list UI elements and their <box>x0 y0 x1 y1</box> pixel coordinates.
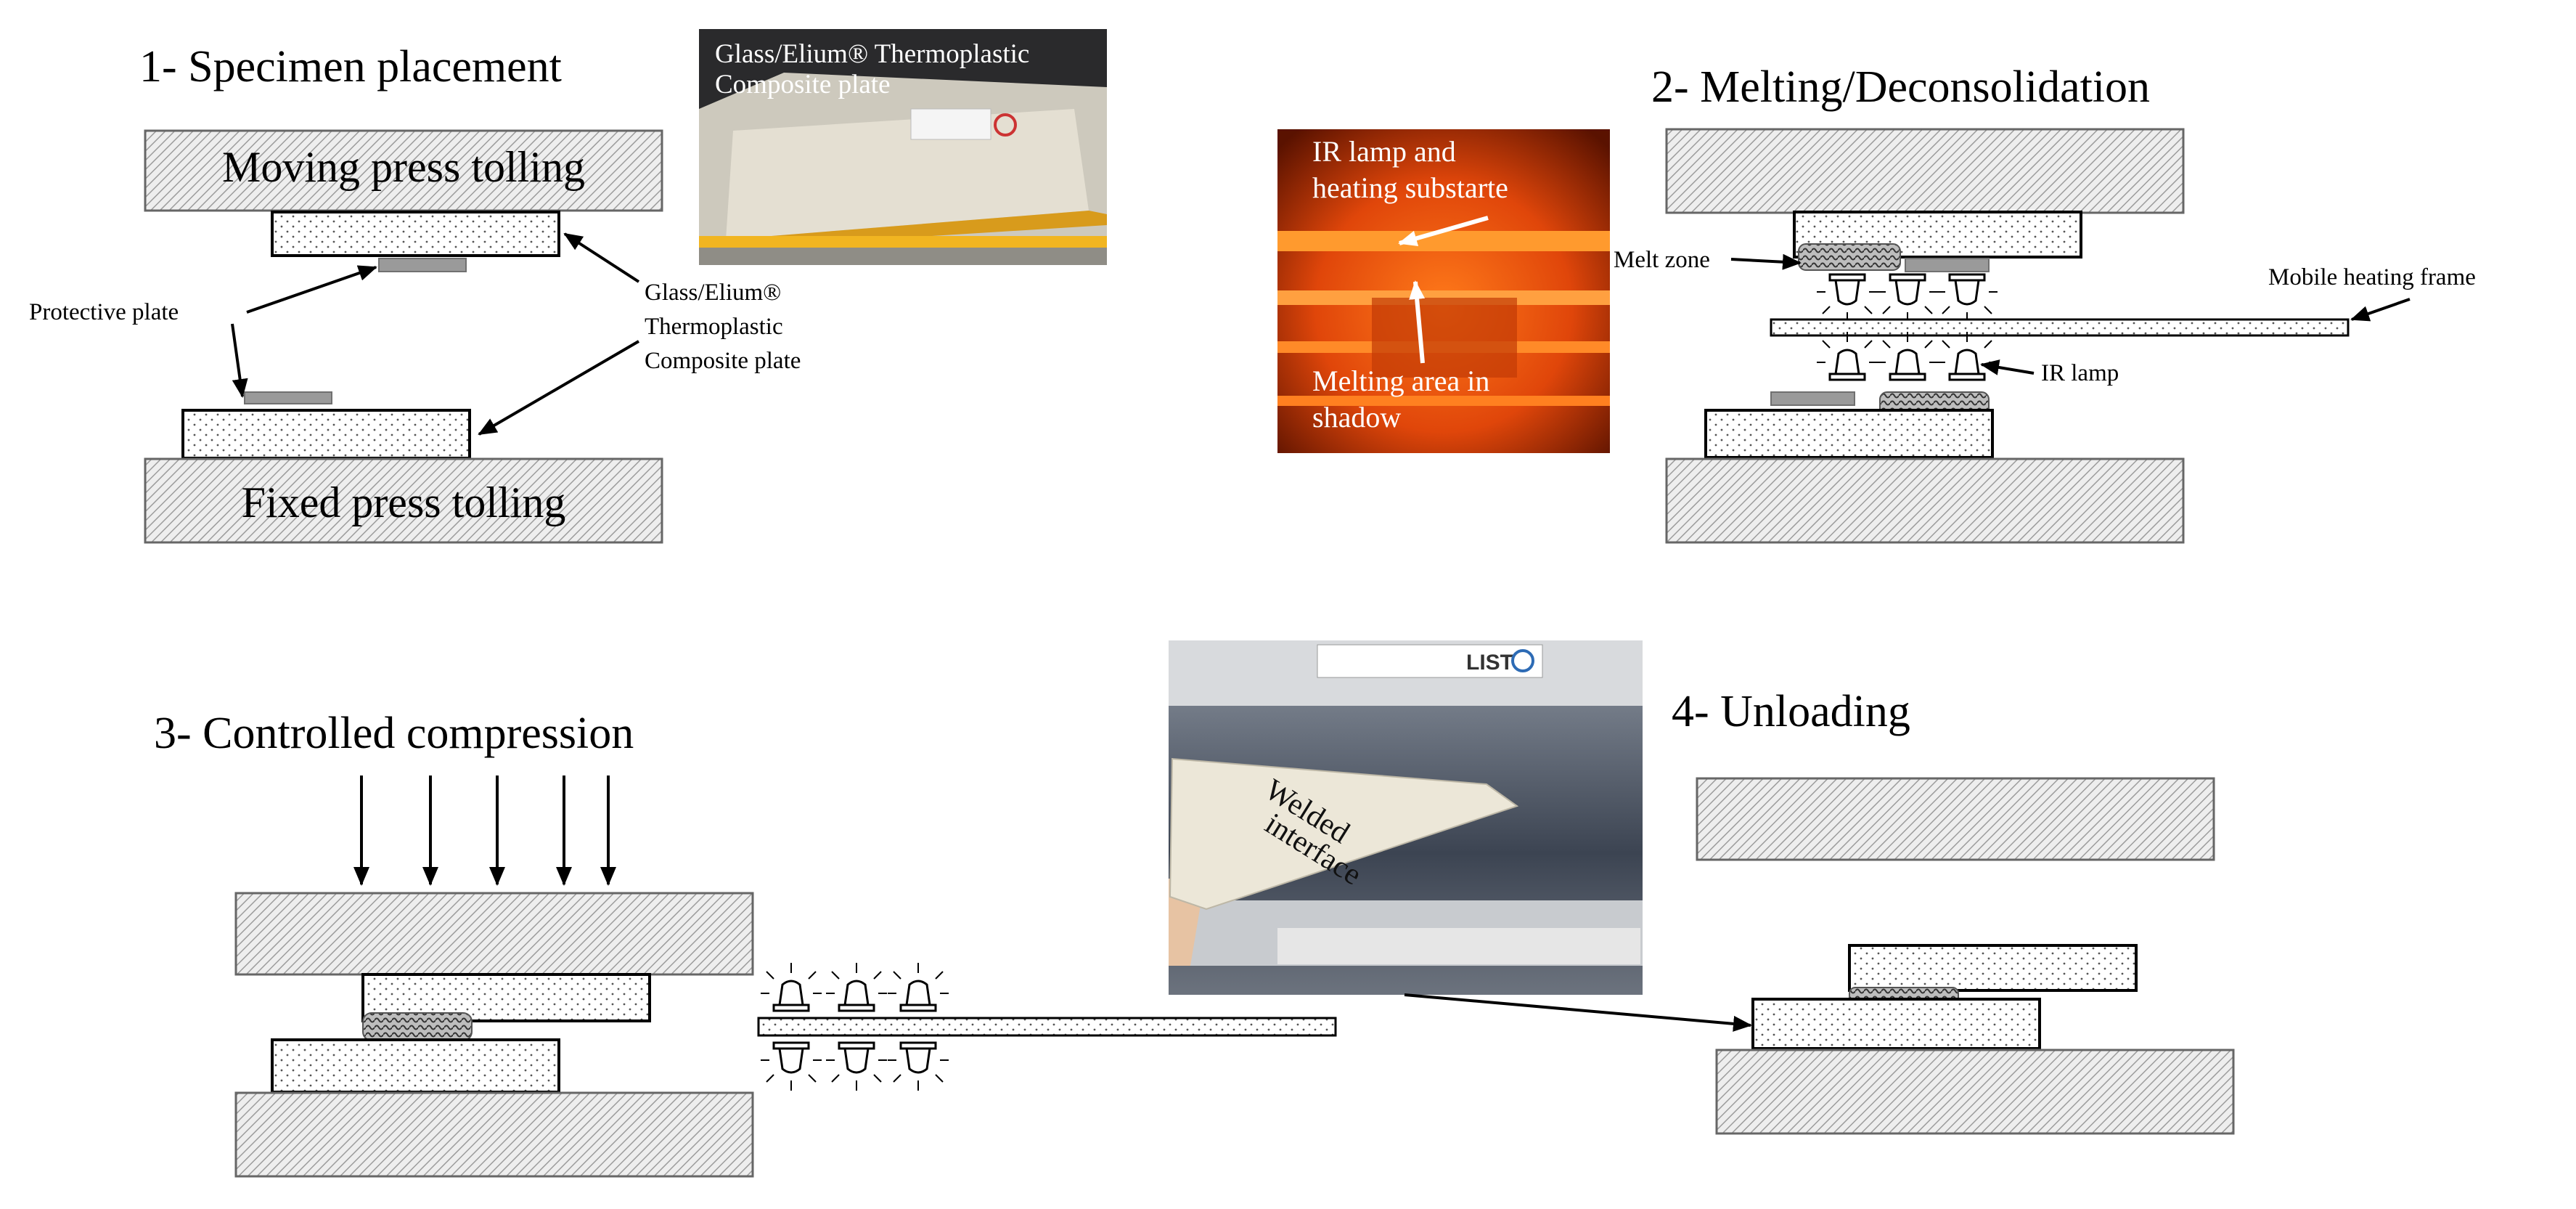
fixed-press-tooling <box>144 457 663 544</box>
mobile-frame-label: Mobile heating frame <box>2268 264 2476 290</box>
upper-ir-lamp-2 <box>1876 273 1939 324</box>
composite-label-line2: Thermoplastic <box>645 314 783 340</box>
upper-composite-plate <box>271 211 560 257</box>
step3-heating-frame <box>757 1017 1337 1037</box>
melt-zone-arrow <box>1730 253 1802 270</box>
melt-zone-label: Melt zone <box>1614 247 1710 273</box>
step4-unloading: LIST Welded interface 4- Unloading <box>1169 640 2235 1135</box>
photo1-caption-line2: Composite plate <box>715 70 891 99</box>
step3-lower-lamp-1 <box>759 1041 823 1092</box>
composite-label-line1: Glass/Elium® <box>645 280 781 306</box>
step2-title: 2- Melting/Deconsolidation <box>1651 62 2150 112</box>
lower-protective-plate <box>244 391 332 404</box>
step3-lower-lamp-3 <box>886 1041 950 1092</box>
step4-lower-plate <box>1751 998 2041 1050</box>
lower-ir-lamp-1 <box>1815 330 1879 381</box>
step2-melting: 2- Melting/Deconsolidation IR lamp and h… <box>1277 62 2476 544</box>
step3-upper-lamp-3 <box>886 961 950 1012</box>
photo2-text-bottom-line2: shadow <box>1312 401 1401 433</box>
lower-composite-plate <box>181 409 471 460</box>
lower-ir-lamp-2 <box>1876 330 1939 381</box>
photo2-arrow-top <box>1398 216 1489 246</box>
step4-title: 4- Unloading <box>1672 687 1910 736</box>
ir-lamp-arrow <box>1980 359 2035 375</box>
step3-controlled-compression: 3- Controlled compression <box>154 709 1337 1178</box>
protective-arrow-down <box>231 323 248 398</box>
ir-heating-photo: IR lamp and heating substarte Melting ar… <box>1277 129 1610 453</box>
step4-moving-tooling <box>1696 777 2215 861</box>
step2-fixed-tooling <box>1665 457 2185 544</box>
composite-plate-photo: Glass/Elium® Thermoplastic Composite pla… <box>699 29 1107 265</box>
photo1-caption-line1: Glass/Elium® Thermoplastic <box>715 39 1029 69</box>
lower-ir-lamp-3 <box>1935 330 1999 381</box>
welded-sample-photo: LIST Welded interface <box>1169 640 1643 995</box>
photo2-text-bottom-line1: Melting area in <box>1312 365 1489 397</box>
photo2-arrow-bottom <box>1409 280 1426 364</box>
step3-melt-zone <box>362 1012 473 1041</box>
step2-lower-protective-plate <box>1770 391 1855 406</box>
moving-press-tooling <box>144 129 663 212</box>
step3-fixed-tooling <box>234 1091 754 1178</box>
step3-upper-lamp-2 <box>825 961 888 1012</box>
mobile-heating-frame <box>1770 318 2350 337</box>
step2-lower-plate <box>1704 409 1994 459</box>
moving-press-tooling-label: Moving press tolling <box>222 143 585 191</box>
ir-lamp-label: IR lamp <box>2041 360 2119 386</box>
fixed-press-tooling-label: Fixed press tolling <box>242 479 566 526</box>
step3-upper-lamp-1 <box>759 961 823 1012</box>
composite-arrow-down <box>478 340 640 436</box>
mobile-frame-arrow <box>2350 298 2411 322</box>
protective-arrow-up <box>246 265 377 314</box>
step3-lower-lamp-2 <box>825 1041 888 1092</box>
step1-specimen-placement: 1- Specimen placement Moving press tolli… <box>29 29 1107 544</box>
upper-protective-plate <box>378 258 467 272</box>
composite-arrow-up <box>563 232 640 283</box>
step4-fixed-tooling <box>1715 1049 2235 1135</box>
photo-to-joint-arrow <box>1404 993 1752 1032</box>
step2-upper-melt-zone <box>1798 243 1901 271</box>
step2-upper-protective-plate <box>1905 258 1990 272</box>
step3-lower-plate <box>271 1038 560 1094</box>
photo-sign-text: LIST <box>1466 651 1513 675</box>
photo2-text-top-line2: heating substarte <box>1312 171 1508 204</box>
upper-ir-lamp-1 <box>1815 273 1879 324</box>
step1-title: 1- Specimen placement <box>139 42 562 91</box>
step3-moving-tooling <box>234 892 754 976</box>
composite-label-line3: Composite plate <box>645 348 801 374</box>
photo2-text-top-line1: IR lamp and <box>1312 135 1456 168</box>
step3-title: 3- Controlled compression <box>154 709 634 758</box>
step2-moving-tooling <box>1665 128 2185 214</box>
step4-upper-plate <box>1848 944 2138 992</box>
protective-plate-label: Protective plate <box>29 299 179 325</box>
upper-ir-lamp-3 <box>1935 273 1999 324</box>
